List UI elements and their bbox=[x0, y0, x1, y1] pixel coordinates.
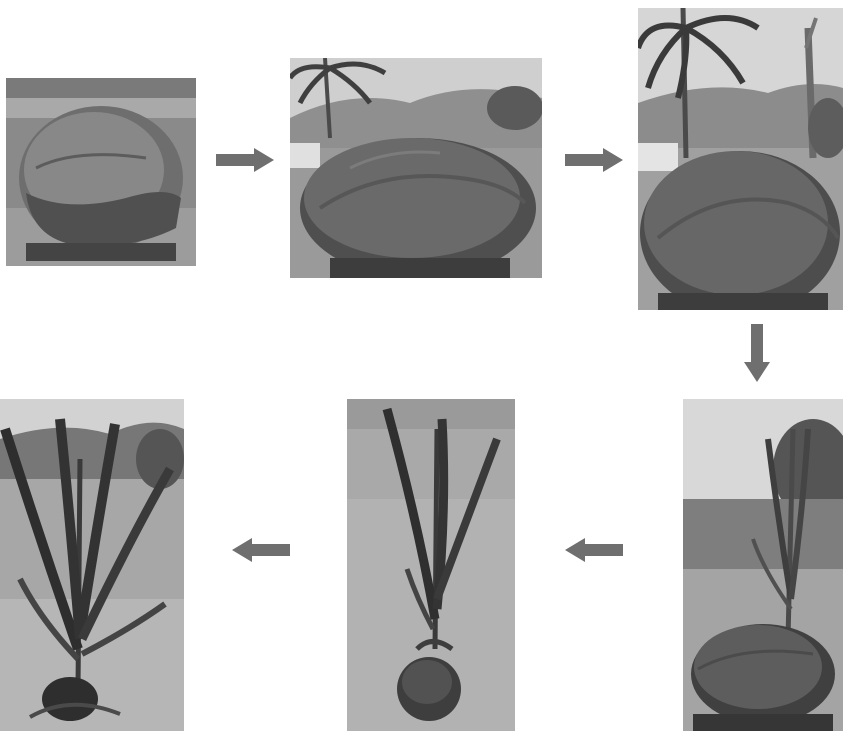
photo-stage-3-coconut-shoot bbox=[638, 8, 843, 310]
photo-stage-2-coconut bbox=[290, 58, 542, 278]
arrow-left-icon bbox=[565, 538, 623, 562]
arrow-left-icon bbox=[232, 538, 290, 562]
arrow-right-icon bbox=[216, 148, 274, 172]
photo-stage-4-young-seedling bbox=[683, 399, 843, 731]
arrow-down-icon bbox=[744, 324, 770, 382]
arrow-right-icon bbox=[565, 148, 623, 172]
photo-stage-6-mature-seedling bbox=[0, 399, 184, 731]
photo-stage-5-seedling bbox=[347, 399, 515, 731]
photo-stage-1-coconut bbox=[6, 78, 196, 266]
